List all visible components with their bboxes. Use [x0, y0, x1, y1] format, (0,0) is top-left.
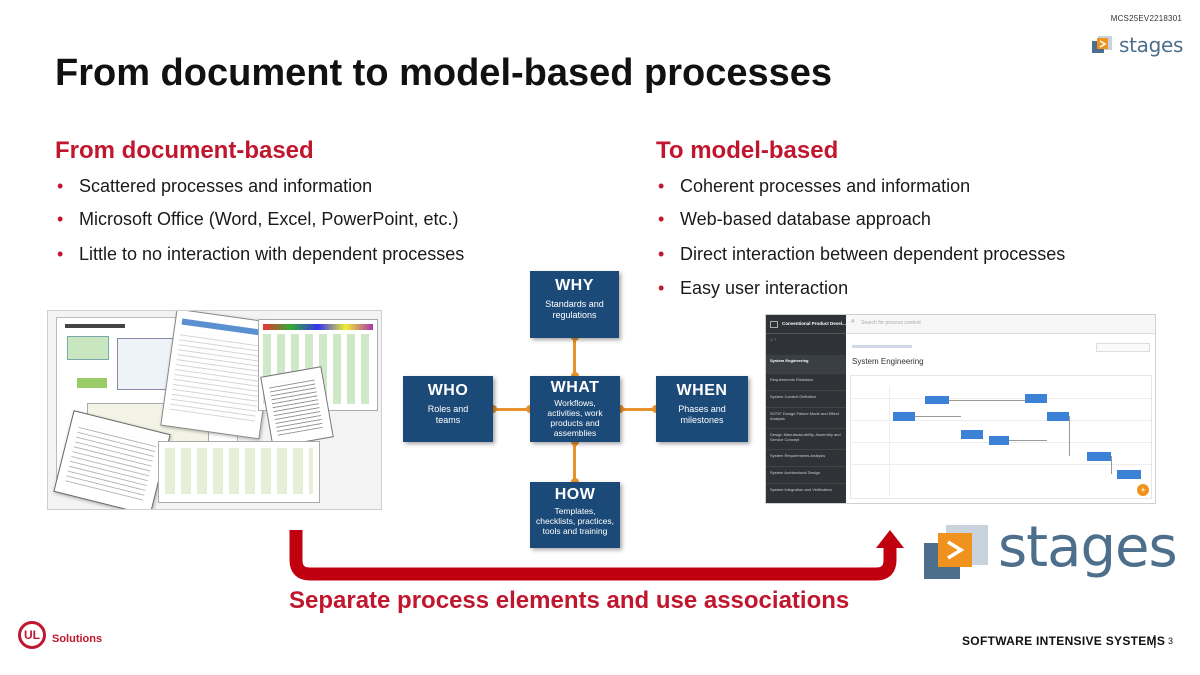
connector-dot — [616, 405, 624, 413]
ui-workflow-area: + — [850, 375, 1152, 499]
left-column-heading: From document-based — [55, 137, 314, 164]
ui-search-bar[interactable]: ⌕ Search for process content — [846, 315, 1155, 334]
ui-nav-item[interactable]: System Engineering — [766, 355, 846, 374]
what-box-title: WHAT — [550, 379, 600, 396]
right-bullet-list: Coherent processes and information Web-b… — [656, 176, 1065, 299]
why-box-title: WHY — [555, 277, 594, 294]
search-icon: ⌕ — [851, 318, 855, 325]
what-box: WHAT Workflows, activities, work product… — [530, 376, 620, 442]
slide-title: From document to model-based processes — [55, 52, 833, 94]
ul-logo-icon: UL — [18, 621, 46, 649]
ui-search-placeholder: Search for process content — [861, 320, 921, 326]
how-box: HOW Templates, checklists, practices, to… — [530, 482, 620, 548]
connector-dot — [489, 405, 497, 413]
right-bullet-item: Coherent processes and information — [656, 176, 1065, 209]
ui-nav-item[interactable]: SOTIF Design Failure Mode and Effect Ana… — [766, 408, 846, 429]
right-column-heading: To model-based — [656, 137, 839, 164]
right-bullet-item: Direct interaction between dependent pro… — [656, 244, 1065, 278]
connector-who-what — [493, 408, 530, 411]
why-box: WHY Standards and regulations — [530, 271, 619, 338]
who-box-title: WHO — [427, 382, 469, 399]
connector-why-what — [573, 338, 576, 376]
left-bullet-list: Scattered processes and information Micr… — [55, 176, 464, 265]
left-bullet-item: Little to no interaction with dependent … — [55, 244, 464, 265]
ui-page-heading: System Engineering — [852, 357, 924, 366]
right-bullet-item: Web-based database approach — [656, 209, 1065, 244]
when-box: WHEN Phases and milestones — [656, 376, 748, 442]
footer-tagline: SOFTWARE INTENSIVE SYSTEMS — [962, 634, 1166, 648]
left-bullet-item: Microsoft Office (Word, Excel, PowerPoin… — [55, 209, 464, 244]
ui-nav-item[interactable]: System Integration and Verification — [770, 487, 832, 492]
bottom-caption: Separate process elements and use associ… — [289, 587, 850, 614]
red-arrow — [289, 530, 904, 581]
ui-nav-item[interactable]: Requirements Elicitation — [766, 374, 846, 391]
who-box-desc: Roles and teams — [427, 404, 469, 425]
why-box-desc: Standards and regulations — [545, 299, 604, 320]
stages-header-logo: stages — [1092, 32, 1186, 57]
ui-sidebar: Conventional Product Devel... ⌂ ↑ System… — [766, 315, 846, 503]
ui-nav-item[interactable]: System Context Definition — [766, 391, 846, 408]
connector-what-how — [573, 442, 576, 482]
right-bullet-item: Easy user interaction — [656, 278, 1065, 299]
footer-separator: | — [1153, 632, 1157, 648]
ui-nav-item[interactable]: System Architectural Design — [766, 467, 846, 484]
document-code: MCS25EV2218301 — [1110, 14, 1182, 23]
when-box-title: WHEN — [676, 382, 728, 399]
document-collage-image — [47, 310, 382, 510]
who-box: WHO Roles and teams — [403, 376, 493, 442]
ui-project-title: Conventional Product Devel... — [782, 321, 846, 326]
stages-large-wordmark: stages — [998, 515, 1178, 580]
stages-header-wordmark: stages — [1119, 33, 1184, 57]
stages-ui-screenshot: Conventional Product Devel... ⌂ ↑ System… — [765, 314, 1156, 504]
stages-large-logo: stages — [924, 515, 1178, 587]
when-box-desc: Phases and milestones — [678, 404, 726, 425]
how-box-title: HOW — [554, 486, 596, 503]
ui-nav-item[interactable]: System Requirements Analysis — [766, 450, 846, 467]
left-bullet-item: Scattered processes and information — [55, 176, 464, 209]
connector-dot — [571, 438, 579, 446]
add-button[interactable]: + — [1137, 484, 1149, 496]
ul-solutions-text: Solutions — [52, 633, 103, 645]
page-number: 3 — [1168, 636, 1174, 646]
connector-what-when — [620, 408, 656, 411]
stages-mark-icon — [1092, 36, 1114, 54]
ui-nav-list: System Engineering Requirements Elicitat… — [766, 355, 846, 502]
how-box-desc: Templates, checklists, practices, tools … — [536, 506, 614, 536]
ui-nav-item[interactable]: Design Manufacturability, Assembly and S… — [766, 429, 846, 450]
stages-mark-icon — [924, 525, 988, 581]
what-box-desc: Workflows, activities, work products and… — [547, 398, 603, 438]
